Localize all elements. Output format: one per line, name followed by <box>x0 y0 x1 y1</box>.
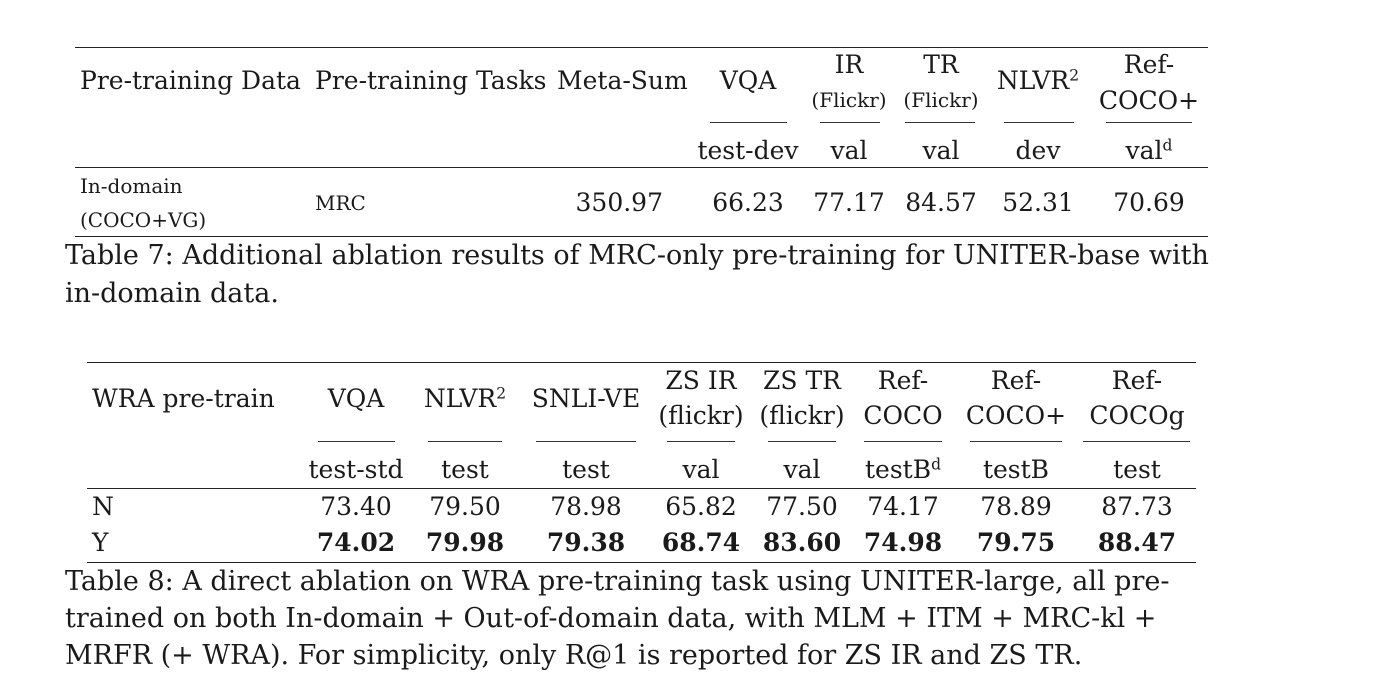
table-7-caption-line2: in-domain data. <box>65 278 279 309</box>
header-zsir-line2: (flickr) <box>658 401 744 430</box>
row-data-line2: (COCO+VG) <box>80 208 207 232</box>
table-8-caption-line2: trained on both In-domain + Out-of-domai… <box>65 603 1157 634</box>
table-7-bottom-rule <box>75 236 1208 238</box>
row-data-line1: In-domain <box>80 174 183 198</box>
row-n-refcoco: 74.17 <box>867 492 939 521</box>
cmidrule-vqa <box>318 441 395 442</box>
header-refcocop-line1: Ref- <box>990 366 1042 395</box>
header-nlvr: NLVR2 <box>423 384 507 413</box>
header-vqa: VQA <box>327 384 385 413</box>
header-meta-sum: Meta-Sum <box>557 66 688 95</box>
row-n-refcocop: 78.89 <box>980 492 1052 521</box>
cmidrule-ref <box>1106 122 1192 123</box>
cmidrule-vqa <box>710 122 787 123</box>
table-8-mid-rule <box>87 488 1196 490</box>
table-8-caption-line1: Table 8: A direct ablation on WRA pre-tr… <box>65 566 1170 597</box>
row-y-zstr: 83.60 <box>762 528 842 557</box>
row-n-nlvr: 79.50 <box>429 492 501 521</box>
header-nlvr: NLVR2 <box>996 66 1080 95</box>
row-vqa: 66.23 <box>712 188 784 217</box>
row-n-vqa: 73.40 <box>320 492 392 521</box>
split-ir: val <box>830 136 868 165</box>
header-zsir-line1: ZS IR <box>665 366 737 395</box>
header-refcocog-line2: COCOg <box>1089 401 1185 430</box>
row-y-zsir: 68.74 <box>661 528 741 557</box>
header-nlvr-superscript: 2 <box>1069 66 1080 85</box>
row-y-refcocop: 79.75 <box>976 528 1056 557</box>
row-n-zstr: 77.50 <box>766 492 838 521</box>
header-refcocop-line2: COCO+ <box>965 401 1067 430</box>
split-refcocog: test <box>1113 455 1161 484</box>
row-y-refcoco: 74.98 <box>863 528 943 557</box>
split-vqa: test-std <box>308 455 404 484</box>
split-nlvr: test <box>441 455 489 484</box>
header-tr-line2: (Flickr) <box>903 88 979 112</box>
header-ref-line1: Ref- <box>1123 50 1175 79</box>
cmidrule-snli <box>536 441 636 442</box>
header-tr-line1: TR <box>923 50 959 79</box>
header-pretraining-data: Pre-training Data <box>80 66 301 95</box>
cmidrule-refcocop <box>970 441 1062 442</box>
row-y-label: Y <box>92 528 109 557</box>
row-y-vqa: 74.02 <box>316 528 396 557</box>
cmidrule-refcocog <box>1083 441 1190 442</box>
row-y-snli: 79.38 <box>546 528 626 557</box>
table-7-top-rule <box>75 47 1208 49</box>
split-nlvr: dev <box>1015 136 1061 165</box>
cmidrule-ir <box>820 122 880 123</box>
header-zstr-line1: ZS TR <box>763 366 841 395</box>
header-refcocog-line1: Ref- <box>1111 366 1163 395</box>
split-tr: val <box>922 136 960 165</box>
header-ir-line1: IR <box>834 50 864 79</box>
row-ref: 70.69 <box>1113 188 1185 217</box>
cmidrule-nlvr <box>1004 122 1074 123</box>
header-zstr-line2: (flickr) <box>759 401 845 430</box>
cmidrule-zsir <box>667 441 735 442</box>
split-vqa: test-dev <box>697 136 799 165</box>
cmidrule-nlvr <box>428 441 502 442</box>
header-refcoco-line1: Ref- <box>877 366 929 395</box>
split-zstr: val <box>783 455 821 484</box>
row-ir: 77.17 <box>813 188 885 217</box>
table-8-top-rule <box>87 362 1196 364</box>
row-n-label: N <box>92 492 114 521</box>
split-snli: test <box>562 455 610 484</box>
cmidrule-zstr <box>768 441 836 442</box>
row-meta-sum: 350.97 <box>575 188 663 217</box>
split-refcoco-superscript: d <box>931 455 942 474</box>
header-ref-line2: COCO+ <box>1098 86 1200 115</box>
header-ir-line2: (Flickr) <box>811 88 887 112</box>
row-y-nlvr: 79.98 <box>425 528 505 557</box>
table-8-caption-line3: MRFR (+ WRA). For simplicity, only R@1 i… <box>65 640 1083 671</box>
header-nlvr-superscript: 2 <box>496 384 507 403</box>
header-refcoco-line2: COCO <box>863 401 943 430</box>
split-zsir: val <box>682 455 720 484</box>
split-ref-superscript: d <box>1162 136 1173 155</box>
table-7-mid-rule <box>75 167 1208 169</box>
cmidrule-refcoco <box>864 441 942 442</box>
header-wra: WRA pre-train <box>92 384 275 413</box>
split-ref: vald <box>1125 136 1173 165</box>
cmidrule-tr <box>905 122 975 123</box>
split-refcoco: testBd <box>864 455 942 484</box>
row-y-refcocog: 88.47 <box>1097 528 1177 557</box>
row-tr: 84.57 <box>905 188 977 217</box>
row-n-refcocog: 87.73 <box>1101 492 1173 521</box>
header-pretraining-tasks: Pre-training Tasks <box>315 66 547 95</box>
row-nlvr: 52.31 <box>1002 188 1074 217</box>
row-n-snli: 78.98 <box>550 492 622 521</box>
row-tasks: MRC <box>315 191 366 215</box>
table-8-bottom-rule <box>87 562 1196 564</box>
header-vqa: VQA <box>719 66 777 95</box>
split-refcocop: testB <box>982 455 1050 484</box>
table-7-caption-line1: Table 7: Additional ablation results of … <box>65 240 1209 271</box>
row-n-zsir: 65.82 <box>665 492 737 521</box>
header-snli: SNLI-VE <box>531 384 641 413</box>
